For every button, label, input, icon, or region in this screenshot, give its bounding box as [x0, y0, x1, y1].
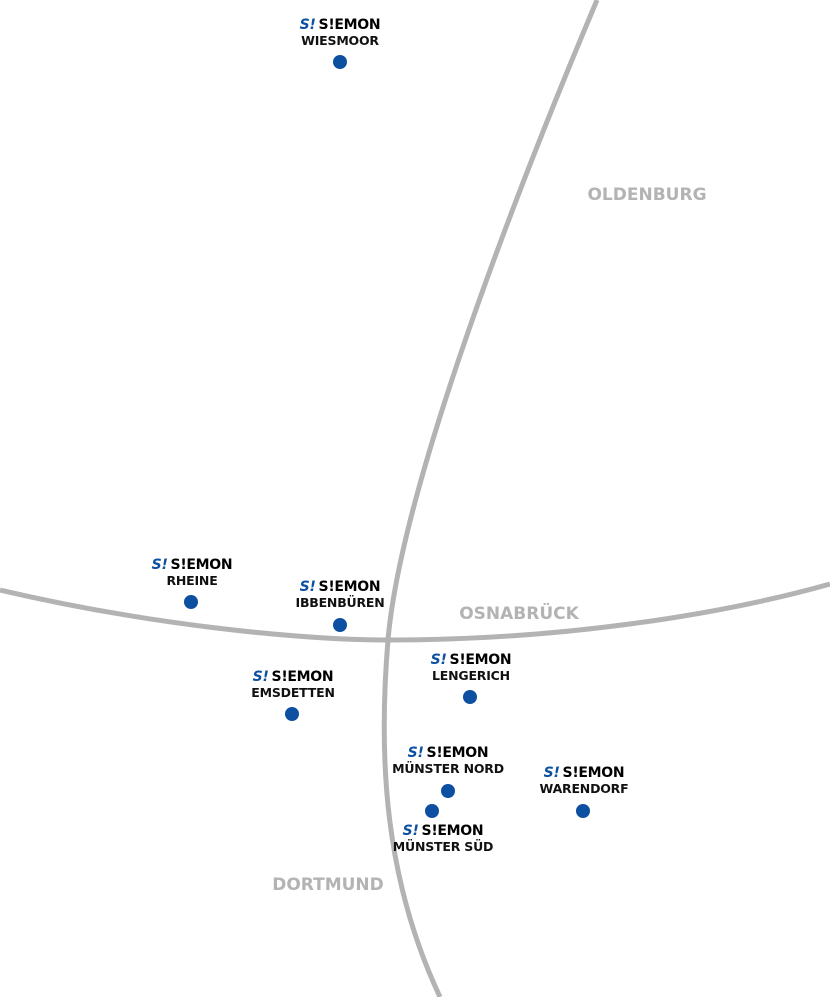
siemon-logo: S!S!EMON: [540, 765, 629, 781]
logo-word: S!EMON: [271, 669, 334, 685]
logo-mark: S!: [543, 765, 560, 781]
logo-word: S!EMON: [170, 557, 233, 573]
location-marker[interactable]: [333, 55, 347, 69]
logo-mark: S!: [252, 669, 269, 685]
location-marker[interactable]: [441, 784, 455, 798]
logo-mark: S!: [407, 745, 424, 761]
logo-word: S!EMON: [562, 765, 625, 781]
location-name: MÜNSTER SÜD: [392, 839, 494, 854]
logo-mark: S!: [151, 557, 168, 573]
logo-mark: S!: [402, 823, 419, 839]
location-marker[interactable]: [576, 804, 590, 818]
location-name: RHEINE: [166, 573, 218, 588]
road-north-south: [381, 0, 600, 997]
siemon-logo: S!S!EMON: [392, 745, 504, 761]
logo-word: S!EMON: [426, 745, 489, 761]
location-name: IBBENBÜREN: [295, 595, 385, 610]
location-marker[interactable]: [425, 804, 439, 818]
road-west-east: [0, 581, 830, 643]
siemon-logo: S!S!EMON: [393, 823, 493, 839]
city-osnabrueck: OSNABRÜCK: [459, 604, 579, 624]
logo-mark: S!: [299, 17, 316, 33]
location-marker[interactable]: [333, 618, 347, 632]
location-name: WARENDORF: [539, 781, 629, 796]
siemon-logo: S!S!EMON: [295, 579, 384, 595]
location-marker[interactable]: [285, 707, 299, 721]
logo-mark: S!: [430, 652, 447, 668]
location-name: EMSDETTEN: [251, 685, 335, 700]
location-name: WIESMOOR: [301, 33, 379, 48]
logo-word: S!EMON: [318, 579, 381, 595]
siemon-logo: S!S!EMON: [300, 17, 381, 33]
location-marker[interactable]: [184, 595, 198, 609]
city-dortmund: DORTMUND: [272, 875, 384, 895]
siemon-logo: S!S!EMON: [152, 557, 233, 573]
siemon-logo: S!S!EMON: [251, 669, 334, 685]
logo-word: S!EMON: [449, 652, 512, 668]
logo-mark: S!: [299, 579, 316, 595]
location-marker[interactable]: [463, 690, 477, 704]
logo-word: S!EMON: [421, 823, 484, 839]
location-name: MÜNSTER NORD: [392, 761, 504, 776]
siemon-logo: S!S!EMON: [431, 652, 512, 668]
location-name: LENGERICH: [432, 668, 510, 683]
city-oldenburg: OLDENBURG: [587, 185, 707, 205]
logo-word: S!EMON: [318, 17, 381, 33]
